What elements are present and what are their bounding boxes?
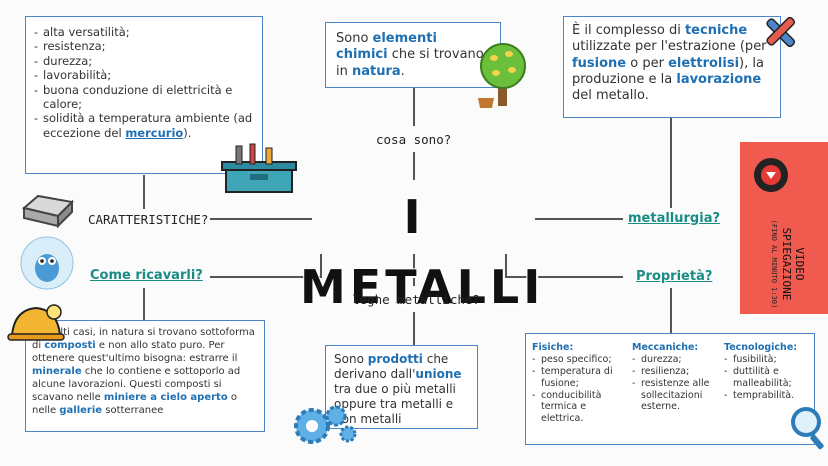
leghe-box: Sono prodotti che derivano dall'unione t… [325, 345, 478, 429]
connector-right-lower-up [505, 254, 507, 278]
list-item: fusibilità; [724, 354, 808, 366]
item-text: solidità a temperatura ambiente (ad ecce… [43, 111, 253, 140]
box-text: e non allo stato puro. Per ottenere ques… [32, 340, 238, 364]
list-item: conducibilità termica e elettrica. [532, 390, 624, 426]
metal-bar-icon [21, 194, 74, 229]
connector-right [535, 218, 623, 220]
box-text: o per [626, 55, 669, 71]
branch-proprieta-link[interactable]: Proprietà? [636, 269, 713, 284]
list-item: buona conduzione di elettricità e calore… [34, 83, 254, 112]
box-text: Sono [336, 31, 373, 46]
caratteristiche-box: alta versatilità; resistenza; durezza; l… [25, 16, 263, 174]
box-text: che lo contiene e sottoporlo ad alcune l… [32, 366, 241, 403]
box-highlight: elettrolisi [668, 55, 740, 71]
video-title: VIDEO SPIEGAZIONE [780, 227, 806, 301]
connector-right-lower [505, 276, 623, 278]
connector-right-lower-down [670, 288, 672, 333]
list-item: resistenza; [34, 39, 254, 54]
box-text: sotterranee [102, 405, 164, 416]
box-text: Sono [334, 352, 368, 366]
gears-icon [294, 405, 357, 444]
connector-bottom [413, 254, 415, 286]
list-item: temprabilità. [724, 390, 808, 402]
box-highlight: tecniche [684, 23, 748, 38]
list-item: alta versatilità; [34, 25, 254, 40]
metallurgia-box: È il complesso di tecniche utilizzate pe… [563, 16, 781, 118]
box-text: . [400, 63, 405, 79]
list-item: duttilità e malleabilità; [724, 366, 808, 390]
branch-cosa-sono: cosa sono? [376, 132, 452, 147]
magnifier-icon [791, 407, 824, 450]
connector-top [413, 88, 415, 126]
connector-bottom-lower [413, 312, 415, 345]
box-text: È il complesso di [572, 23, 685, 38]
ricavarli-box: In molti casi, in natura si trovano sott… [25, 320, 265, 432]
tree-icon [478, 43, 526, 108]
list-item: durezza; [632, 354, 720, 366]
box-highlight: miniere a cielo aperto [103, 392, 228, 403]
box-highlight: natura [351, 63, 401, 79]
box-text: o nelle [32, 392, 237, 416]
list-item: lavorabilità; [34, 68, 254, 83]
connector-left [210, 218, 312, 220]
branch-leghe: leghe metalliche? [352, 292, 480, 307]
tecnologiche-column: Tecnologiche: fusibilità; duttilità e ma… [724, 342, 808, 401]
box-highlight: unione [415, 367, 462, 381]
miner-helmet-icon [7, 304, 65, 341]
fisiche-heading: Fisiche: [532, 342, 574, 353]
toolbox-icon [221, 143, 297, 193]
branch-caratteristiche: CARATTERISTICHE? [88, 212, 209, 227]
tools-icon [766, 16, 796, 48]
box-text: In molti casi, in natura si trovano sott… [32, 327, 255, 351]
play-icon[interactable] [754, 158, 788, 192]
box-highlight: fusione [572, 55, 627, 71]
branch-metallurgia-link[interactable]: metallurgia? [628, 211, 721, 226]
list-item: peso specifico; [532, 354, 624, 366]
box-text: utilizzate per l'estrazione (per [572, 39, 767, 55]
box-text: tra due o più metalli oppure tra metalli… [334, 382, 456, 426]
connector-left-lower [210, 276, 322, 278]
main-title: I METALLI [300, 190, 545, 314]
box-highlight: lavorazione [676, 71, 762, 87]
connector-left-lower-up [320, 254, 322, 278]
box-text: del metallo. [572, 88, 649, 103]
meccaniche-heading: Meccaniche: [632, 342, 699, 353]
fisiche-column: Fisiche: peso specifico; temperatura di … [532, 342, 624, 425]
list-item: solidità a temperatura ambiente (ad ecce… [34, 111, 254, 140]
connector-left-lower-down [143, 288, 145, 320]
box-highlight: minerale [32, 366, 82, 377]
video-panel[interactable]: VIDEO SPIEGAZIONE (FINO AL MINUTO 1:30) [740, 142, 828, 314]
cosa-sono-box: Sono elementi chimici che si trovano in … [325, 22, 501, 88]
proprieta-box: Fisiche: peso specifico; temperatura di … [525, 333, 815, 445]
video-note: (FINO AL MINUTO 1:30) [770, 219, 778, 309]
mercurio-link[interactable]: mercurio [125, 125, 184, 140]
box-text: che si trovano in [336, 47, 484, 79]
branch-come-ricavarli-link[interactable]: Come ricavarli? [90, 268, 203, 283]
box-highlight: composti [44, 340, 96, 351]
box-text: ), la produzione e la [572, 55, 764, 87]
tecnologiche-heading: Tecnologiche: [724, 342, 798, 353]
caratteristiche-list: alta versatilità; resistenza; durezza; l… [34, 25, 254, 140]
box-highlight: prodotti [367, 352, 423, 366]
connector-right-vertical [670, 118, 672, 208]
video-text: VIDEO SPIEGAZIONE (FINO AL MINUTO 1:30) [752, 202, 824, 310]
item-text: ). [183, 125, 192, 140]
box-text: che derivano dall' [334, 352, 449, 381]
list-item: resilienza; [632, 366, 720, 378]
list-item: durezza; [34, 54, 254, 69]
connector-left-vertical [143, 175, 145, 209]
box-highlight: elementi chimici [336, 31, 437, 63]
meccaniche-column: Meccaniche: durezza; resilienza; resiste… [632, 342, 720, 413]
owl-avatar-icon [20, 236, 74, 290]
connector-top-lower [413, 152, 415, 180]
list-item: temperatura di fusione; [532, 366, 624, 390]
box-highlight: gallerie [59, 405, 103, 416]
list-item: resistenze alle sollecitazioni esterne. [632, 378, 720, 414]
